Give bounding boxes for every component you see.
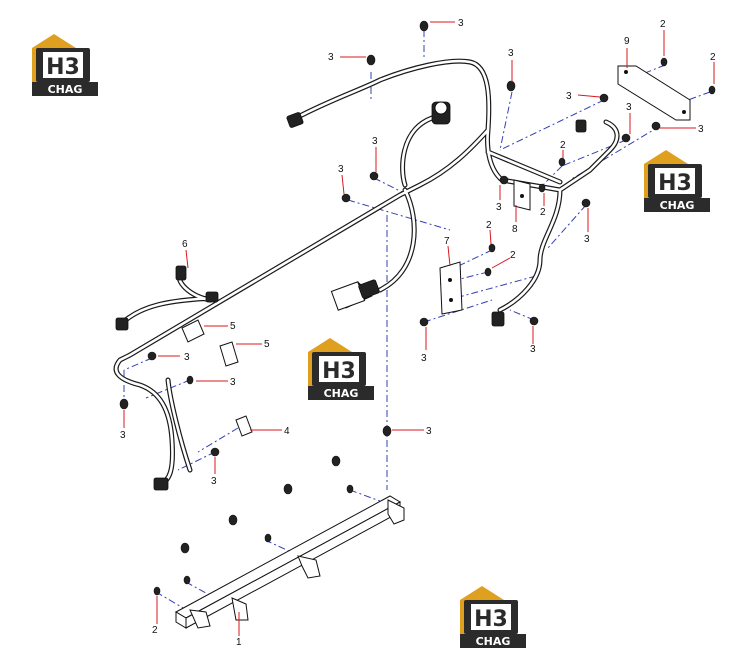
callout-3: 3 xyxy=(372,136,378,147)
svg-text:H3: H3 xyxy=(322,359,356,384)
watermark-logo: H3 CHAG xyxy=(644,150,710,212)
leader-lines xyxy=(123,21,715,636)
callout-2: 2 xyxy=(660,19,666,30)
watermark-logo: H3 CHAG xyxy=(308,338,374,400)
callout-9: 9 xyxy=(624,36,630,47)
callout-3: 3 xyxy=(211,476,217,487)
callout-2: 2 xyxy=(510,250,516,261)
harness-connectors xyxy=(115,101,587,491)
callout-6: 6 xyxy=(182,239,188,250)
callout-4: 4 xyxy=(284,426,290,437)
callout-3: 3 xyxy=(566,91,572,102)
watermark-logo: H3 CHAG xyxy=(460,586,526,648)
callout-2: 2 xyxy=(152,625,158,636)
callout-3: 3 xyxy=(328,52,334,63)
svg-text:H3: H3 xyxy=(46,55,80,80)
callout-3: 3 xyxy=(698,124,704,135)
svg-text:CHAG: CHAG xyxy=(48,83,83,96)
callout-3: 3 xyxy=(496,202,502,213)
callout-7: 7 xyxy=(444,236,450,247)
svg-text:CHAG: CHAG xyxy=(324,387,359,400)
callout-2: 2 xyxy=(486,220,492,231)
callout-labels: 3 3 3 3 9 2 2 3 3 2 3 3 3 2 8 3 2 7 2 3 … xyxy=(120,18,716,648)
clip-4 xyxy=(235,415,253,437)
clip-5 xyxy=(181,319,239,367)
main-wiring-harness xyxy=(113,58,620,488)
svg-text:H3: H3 xyxy=(658,171,692,196)
junction-connector-block xyxy=(330,279,380,311)
callout-2: 2 xyxy=(540,207,546,218)
svg-text:CHAG: CHAG xyxy=(660,199,695,212)
watermark-logo: H3 CHAG xyxy=(32,34,98,96)
center-lines xyxy=(123,30,711,613)
callout-3: 3 xyxy=(584,234,590,245)
callout-3: 3 xyxy=(626,102,632,113)
callout-5: 5 xyxy=(264,339,270,350)
callout-3: 3 xyxy=(458,18,464,29)
callout-3: 3 xyxy=(338,164,344,175)
callout-5: 5 xyxy=(230,321,236,332)
callout-8: 8 xyxy=(512,224,518,235)
bracket-8 xyxy=(513,179,531,211)
callout-3: 3 xyxy=(426,426,432,437)
bracket-7 xyxy=(439,261,463,315)
lower-bracket-rail xyxy=(174,495,405,629)
callout-3: 3 xyxy=(530,344,536,355)
bracket-9 xyxy=(617,65,691,121)
svg-text:H3: H3 xyxy=(474,607,508,632)
callout-3: 3 xyxy=(184,352,190,363)
svg-text:CHAG: CHAG xyxy=(476,635,511,648)
fasteners xyxy=(119,20,716,596)
callout-2: 2 xyxy=(710,52,716,63)
callout-3: 3 xyxy=(230,377,236,388)
callout-3: 3 xyxy=(508,48,514,59)
callout-3: 3 xyxy=(421,353,427,364)
callout-1: 1 xyxy=(236,637,242,648)
callout-3: 3 xyxy=(120,430,126,441)
callout-2: 2 xyxy=(560,140,566,151)
